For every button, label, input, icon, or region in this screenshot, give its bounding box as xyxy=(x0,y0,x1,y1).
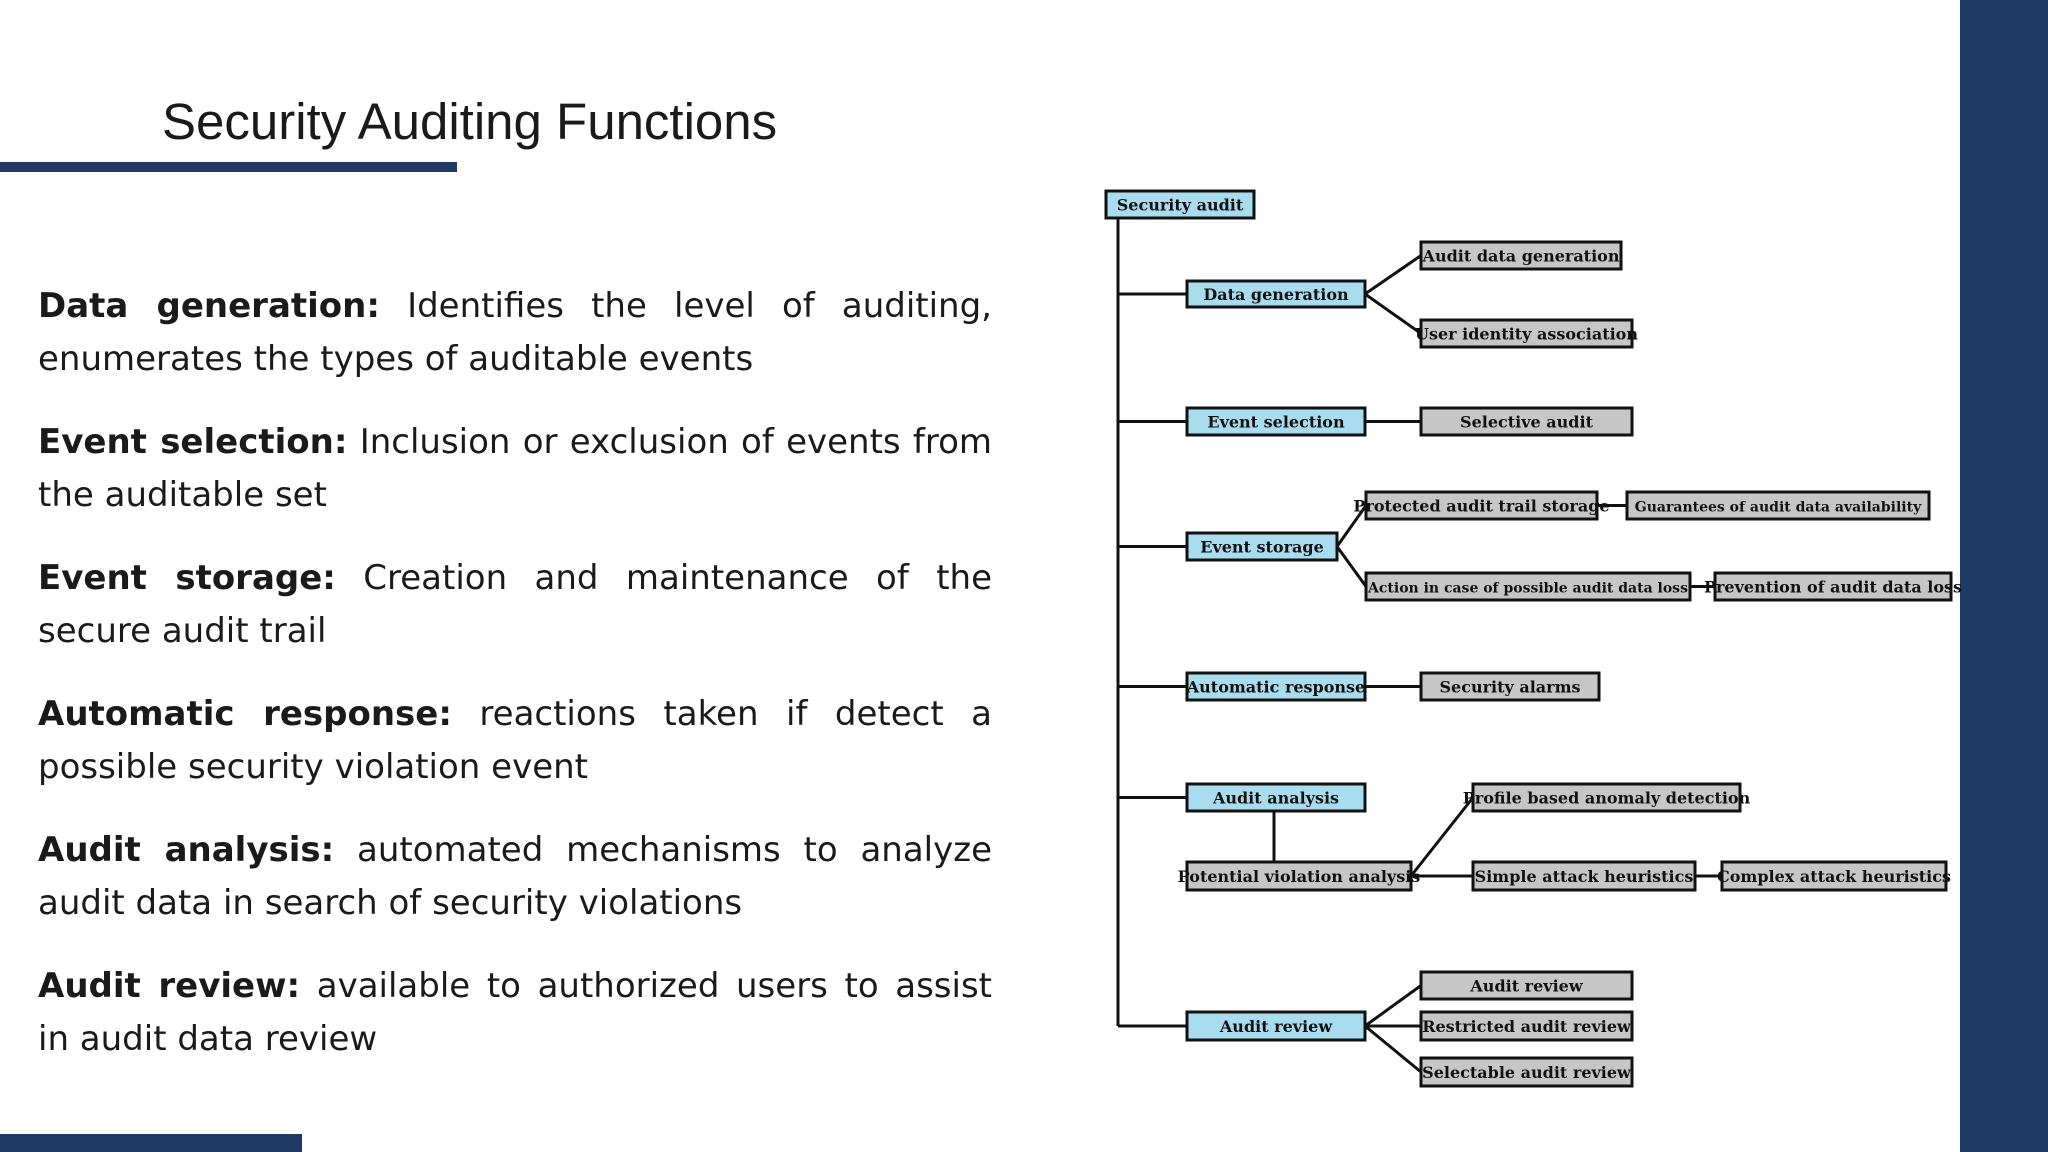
connector-line xyxy=(1364,254,1422,296)
bullet-automatic-response: Automatic response: reactions taken if d… xyxy=(38,688,992,794)
node-action-in-case-of-possible-audit-data-loss: Action in case of possible audit data lo… xyxy=(1364,571,1692,602)
bullet-list: Data generation: Identifies the level of… xyxy=(38,280,992,1096)
node-label: Restricted audit review xyxy=(1422,1017,1632,1036)
node-automatic-response: Automatic response xyxy=(1185,671,1367,702)
node-security-audit: Security audit xyxy=(1104,189,1256,220)
connector-line xyxy=(1409,796,1475,877)
node-label: Action in case of possible audit data lo… xyxy=(1367,581,1688,597)
connector-line xyxy=(1364,984,1422,1028)
node-data-generation: Data generation xyxy=(1185,279,1367,309)
node-box xyxy=(1625,490,1931,521)
node-label: Selective audit xyxy=(1460,413,1594,432)
node-security-alarms: Security alarms xyxy=(1419,671,1601,702)
node-audit-review: Audit review xyxy=(1185,1010,1367,1042)
node-label: Audit data generation xyxy=(1422,247,1620,266)
node-box xyxy=(1471,860,1697,892)
node-label: Profile based anomaly detection xyxy=(1463,789,1751,808)
bullet-desc: Creation and maintenance of the secure a… xyxy=(38,558,993,651)
node-label: Potential violation analysis xyxy=(1178,867,1421,886)
node-label: Prevention of audit data loss xyxy=(1704,578,1962,597)
slide-title: Security Auditing Functions xyxy=(162,93,778,150)
bullet-data-generation: Data generation: Identifies the level of… xyxy=(38,280,992,386)
bullet-term: Automatic response: xyxy=(38,694,452,734)
node-box xyxy=(1185,531,1339,562)
bullet-event-selection: Event selection: Inclusion or exclusion … xyxy=(38,416,992,522)
connector-line xyxy=(1335,545,1368,588)
node-box xyxy=(1419,970,1634,1001)
node-box xyxy=(1713,571,1953,602)
node-selectable-audit-review: Selectable audit review xyxy=(1419,1056,1634,1088)
node-prevention-of-audit-data-loss: Prevention of audit data loss xyxy=(1704,571,1962,602)
node-potential-violation-analysis: Potential violation analysis xyxy=(1178,860,1421,892)
node-event-storage: Event storage xyxy=(1185,531,1339,562)
bullet-desc: Identifies the level of auditing, enumer… xyxy=(38,286,992,379)
node-label: Selectable audit review xyxy=(1422,1063,1632,1082)
connector-line xyxy=(1364,292,1422,335)
node-label: Audit review xyxy=(1219,1017,1333,1036)
connector-line xyxy=(1335,504,1368,548)
node-label: Complex attack heuristics xyxy=(1717,867,1951,886)
node-box xyxy=(1419,671,1601,702)
title-underline xyxy=(0,162,457,172)
connector-line xyxy=(1364,1024,1422,1074)
node-box xyxy=(1185,671,1367,702)
node-box xyxy=(1185,279,1367,309)
bullet-term: Audit review: xyxy=(38,966,301,1006)
bullet-term: Data generation: xyxy=(38,286,380,326)
node-box xyxy=(1419,240,1623,271)
node-box xyxy=(1185,860,1413,892)
node-box xyxy=(1471,782,1742,813)
node-box xyxy=(1364,571,1692,602)
bullet-audit-analysis: Audit analysis: automated mechanisms to … xyxy=(38,824,992,930)
node-box xyxy=(1419,406,1634,437)
node-label: Simple attack heuristics xyxy=(1475,867,1694,886)
node-event-selection: Event selection xyxy=(1185,406,1367,437)
node-label: Security alarms xyxy=(1439,678,1580,697)
bullet-desc: reactions taken if detect a possible sec… xyxy=(38,694,992,787)
bullet-term: Audit analysis: xyxy=(38,830,335,870)
node-label: Guarantees of audit data availability xyxy=(1635,500,1922,516)
node-label: Audit analysis xyxy=(1212,789,1339,808)
node-guarantees-of-audit-data-availability: Guarantees of audit data availability xyxy=(1625,490,1931,521)
node-audit-review-sub: Audit review xyxy=(1419,970,1634,1001)
node-label: Protected audit trail storage xyxy=(1353,497,1609,516)
node-restricted-audit-review: Restricted audit review xyxy=(1419,1010,1634,1042)
node-box xyxy=(1419,1056,1634,1088)
bullet-term: Event selection: xyxy=(38,422,348,462)
node-label: Data generation xyxy=(1203,285,1349,304)
node-box xyxy=(1419,318,1634,349)
node-label: Event selection xyxy=(1207,413,1345,432)
node-box xyxy=(1185,782,1367,813)
node-audit-data-generation: Audit data generation xyxy=(1419,240,1623,271)
node-label: Security audit xyxy=(1117,196,1244,215)
node-label: User identity association xyxy=(1415,325,1638,344)
node-box xyxy=(1185,406,1367,437)
node-label: Automatic response xyxy=(1186,678,1365,697)
bottom-accent-bar xyxy=(0,1134,302,1152)
node-box xyxy=(1185,1010,1367,1042)
node-simple-attack-heuristics: Simple attack heuristics xyxy=(1471,860,1697,892)
bullet-event-storage: Event storage: Creation and maintenance … xyxy=(38,552,992,658)
node-label: Audit review xyxy=(1469,977,1583,996)
node-label: Event storage xyxy=(1200,538,1324,557)
node-box xyxy=(1364,490,1599,521)
node-box xyxy=(1104,189,1256,220)
node-protected-audit-trail-storage: Protected audit trail storage xyxy=(1353,490,1610,521)
bullet-desc: available to authorized users to assist … xyxy=(38,966,992,1059)
node-complex-attack-heuristics: Complex attack heuristics xyxy=(1717,860,1951,892)
right-side-bar xyxy=(1960,0,2048,1152)
node-user-identity-association: User identity association xyxy=(1415,318,1638,349)
bullet-desc: automated mechanisms to analyze audit da… xyxy=(38,830,992,923)
node-selective-audit: Selective audit xyxy=(1419,406,1634,437)
node-audit-analysis: Audit analysis xyxy=(1185,782,1367,813)
tree-edges xyxy=(1116,218,1722,1074)
bullet-term: Event storage: xyxy=(38,558,336,598)
node-box xyxy=(1720,860,1948,892)
bullet-audit-review: Audit review: available to authorized us… xyxy=(38,960,992,1066)
node-profile-based-anomaly-detection: Profile based anomaly detection xyxy=(1463,782,1751,813)
bullet-desc: Inclusion or exclusion of events from th… xyxy=(38,422,993,515)
node-box xyxy=(1419,1010,1634,1042)
